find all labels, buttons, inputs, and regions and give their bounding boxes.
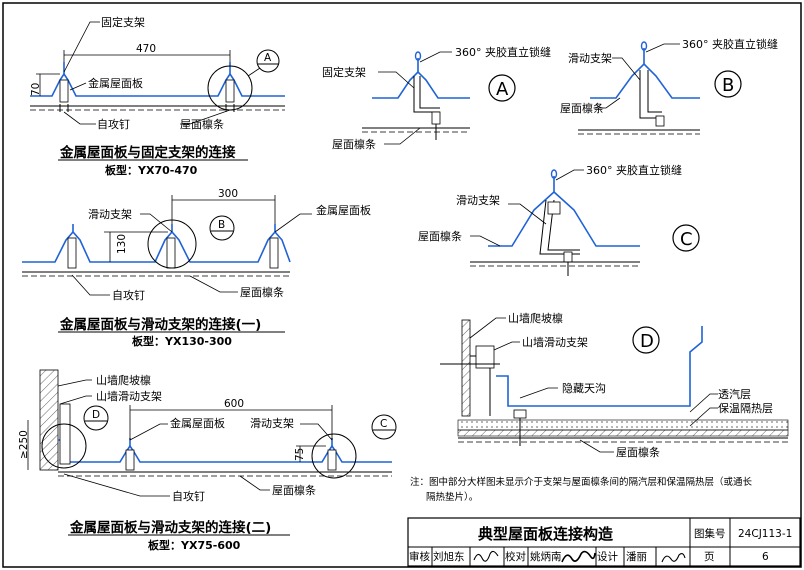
note-line-1: 注：图中部分大样图未显示介于支架与屋面檩条间的隔汽层和保温隔热层（或通长 xyxy=(410,476,753,488)
subtitle-detail-1: 板型：YX70-470 xyxy=(105,163,198,177)
detail-2-drawing xyxy=(22,195,312,296)
label-screw-2: 自攻钉 xyxy=(112,288,145,302)
label-sliding-support-c: 滑动支架 xyxy=(456,194,500,207)
label-fixed-support-a: 固定支架 xyxy=(322,65,366,79)
detail-c-drawing xyxy=(470,169,640,276)
label-sliding-support-2: 滑动支架 xyxy=(88,208,132,221)
label-vapor-d: 透汽层 xyxy=(718,387,751,401)
callout-c-3: C xyxy=(380,418,387,430)
label-gable-purlin-d: 山墙爬坡檩 xyxy=(508,311,563,325)
circle-c-letter: C xyxy=(680,229,693,250)
title-block-atlas-label: 图集号 xyxy=(694,527,726,540)
label-metal-panel-3: 金属屋面板 xyxy=(170,416,225,430)
title-block-designer: 潘丽 xyxy=(626,551,647,563)
signature-designer xyxy=(661,553,686,563)
title-block-page-label: 页 xyxy=(704,551,715,563)
detail-3-drawing xyxy=(27,369,397,497)
label-gable-purlin-3: 山墙爬坡檩 xyxy=(96,373,151,387)
title-detail-1: 金属屋面板与固定支架的连接 xyxy=(59,144,236,161)
label-gable-sliding-3: 山墙滑动支架 xyxy=(96,389,162,403)
detail-a-drawing xyxy=(362,51,470,145)
title-block-page-no: 6 xyxy=(762,551,769,563)
label-screw-3: 自攻钉 xyxy=(172,489,205,503)
signature-reviewer xyxy=(473,550,499,562)
callout-a-1: A xyxy=(264,52,272,64)
label-purlin-1: 屋面檩条 xyxy=(180,117,224,131)
dim-250-3: ≥250 xyxy=(18,430,30,459)
title-block-reviewer: 刘旭东 xyxy=(433,550,465,563)
label-purlin-c: 屋面檩条 xyxy=(418,229,462,243)
label-sliding-support-b: 滑动支架 xyxy=(568,52,612,65)
label-seam-a: 360° 夹胶直立锁缝 xyxy=(455,45,551,59)
label-gable-sliding-d: 山墙滑动支架 xyxy=(522,335,588,349)
circle-d-letter: D xyxy=(640,331,654,352)
label-purlin-a: 屋面檩条 xyxy=(332,137,376,151)
callout-b-2: B xyxy=(218,219,225,231)
label-purlin-b: 屋面檩条 xyxy=(560,101,604,115)
dim-height-3: 75 xyxy=(294,448,306,461)
label-gutter-d: 隐藏天沟 xyxy=(562,382,606,395)
note-line-2: 隔热垫片）。 xyxy=(426,491,478,503)
label-sliding-support-3: 滑动支架 xyxy=(250,417,294,430)
label-metal-panel-1: 金属屋面板 xyxy=(88,76,143,90)
title-block xyxy=(407,517,801,567)
title-block-design: 设计 xyxy=(597,550,618,563)
title-detail-2: 金属屋面板与滑动支架的连接(一) xyxy=(59,316,261,333)
title-block-atlas-no: 24CJ113-1 xyxy=(738,528,792,540)
circle-d xyxy=(632,326,660,354)
title-block-checker: 姚炳南 xyxy=(530,550,562,563)
dim-width-3: 600 xyxy=(224,398,244,410)
title-block-check: 校对 xyxy=(505,550,526,563)
label-fixed-support-1: 固定支架 xyxy=(101,15,145,29)
detail-d-drawing xyxy=(440,317,789,453)
circle-c xyxy=(672,224,700,252)
signature-checker xyxy=(561,550,596,563)
circle-b xyxy=(714,70,742,98)
label-purlin-d: 屋面檩条 xyxy=(616,445,660,459)
label-purlin-3: 屋面檩条 xyxy=(272,483,316,497)
label-insulation-d: 保温隔热层 xyxy=(718,401,773,415)
detail-1-drawing xyxy=(30,21,285,125)
detail-b-drawing xyxy=(578,41,700,135)
label-metal-panel-2: 金属屋面板 xyxy=(316,203,371,217)
dim-height-1: 70 xyxy=(30,83,42,96)
label-purlin-2: 屋面檩条 xyxy=(240,285,284,299)
title-detail-3: 金属屋面板与滑动支架的连接(二) xyxy=(69,519,271,536)
dim-width-2: 300 xyxy=(218,188,238,200)
subtitle-detail-2: 板型：YX130-300 xyxy=(132,334,232,348)
title-block-main-title: 典型屋面板连接构造 xyxy=(478,525,613,543)
callout-d-3: D xyxy=(92,409,100,421)
label-seam-b: 360° 夹胶直立锁缝 xyxy=(682,37,778,51)
dim-width-1: 470 xyxy=(136,43,156,55)
dim-height-2: 130 xyxy=(116,234,128,254)
circle-b-letter: B xyxy=(722,75,734,96)
subtitle-detail-3: 板型：YX75-600 xyxy=(148,538,241,552)
label-screw-1: 自攻钉 xyxy=(97,117,130,131)
circle-a xyxy=(488,74,516,102)
title-block-review: 审核 xyxy=(409,550,430,563)
label-seam-c: 360° 夹胶直立锁缝 xyxy=(586,163,682,177)
circle-a-letter: A xyxy=(496,79,509,100)
